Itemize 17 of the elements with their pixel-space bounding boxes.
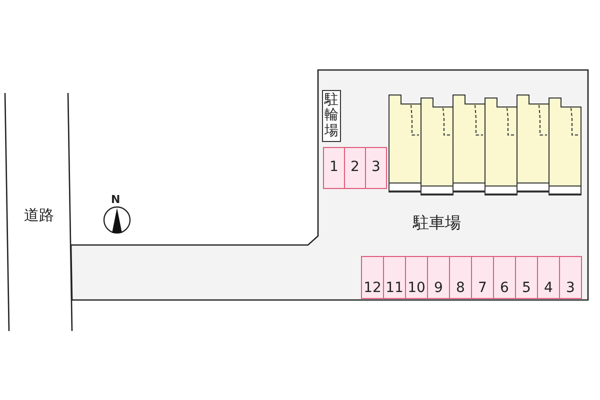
bicycle-space: 1 xyxy=(323,147,345,189)
parking-space: 3 xyxy=(559,256,582,299)
parking-space: 4 xyxy=(537,256,560,299)
parking-space: 12 xyxy=(361,256,384,299)
parking-space: 7 xyxy=(471,256,494,299)
parking-space: 11 xyxy=(383,256,406,299)
compass-north-letter: N xyxy=(111,193,120,206)
bicycle-space: 2 xyxy=(344,147,366,189)
road-label: 道路 xyxy=(24,206,54,225)
parking-lot-label: 駐車場 xyxy=(413,213,461,234)
parking-space: 5 xyxy=(515,256,538,299)
bicycle-parking-sign: 駐輪場 xyxy=(322,90,341,142)
parking-space: 8 xyxy=(449,256,472,299)
bicycle-space: 3 xyxy=(365,147,387,189)
parking-space: 9 xyxy=(427,256,450,299)
parking-space: 6 xyxy=(493,256,516,299)
parking-space: 10 xyxy=(405,256,428,299)
